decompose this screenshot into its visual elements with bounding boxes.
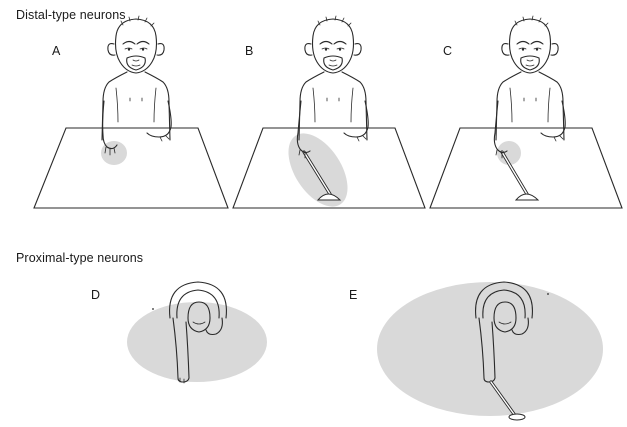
panel-a-drawing bbox=[34, 16, 228, 208]
panel-c-drawing bbox=[430, 16, 622, 208]
receptive-field-d bbox=[127, 302, 267, 382]
table-a bbox=[34, 128, 228, 208]
panel-b-drawing bbox=[233, 16, 425, 217]
panel-e-drawing bbox=[377, 282, 603, 420]
rake-head-e bbox=[509, 414, 525, 420]
receptive-field-e bbox=[377, 282, 603, 416]
panel-d-drawing bbox=[127, 282, 267, 383]
